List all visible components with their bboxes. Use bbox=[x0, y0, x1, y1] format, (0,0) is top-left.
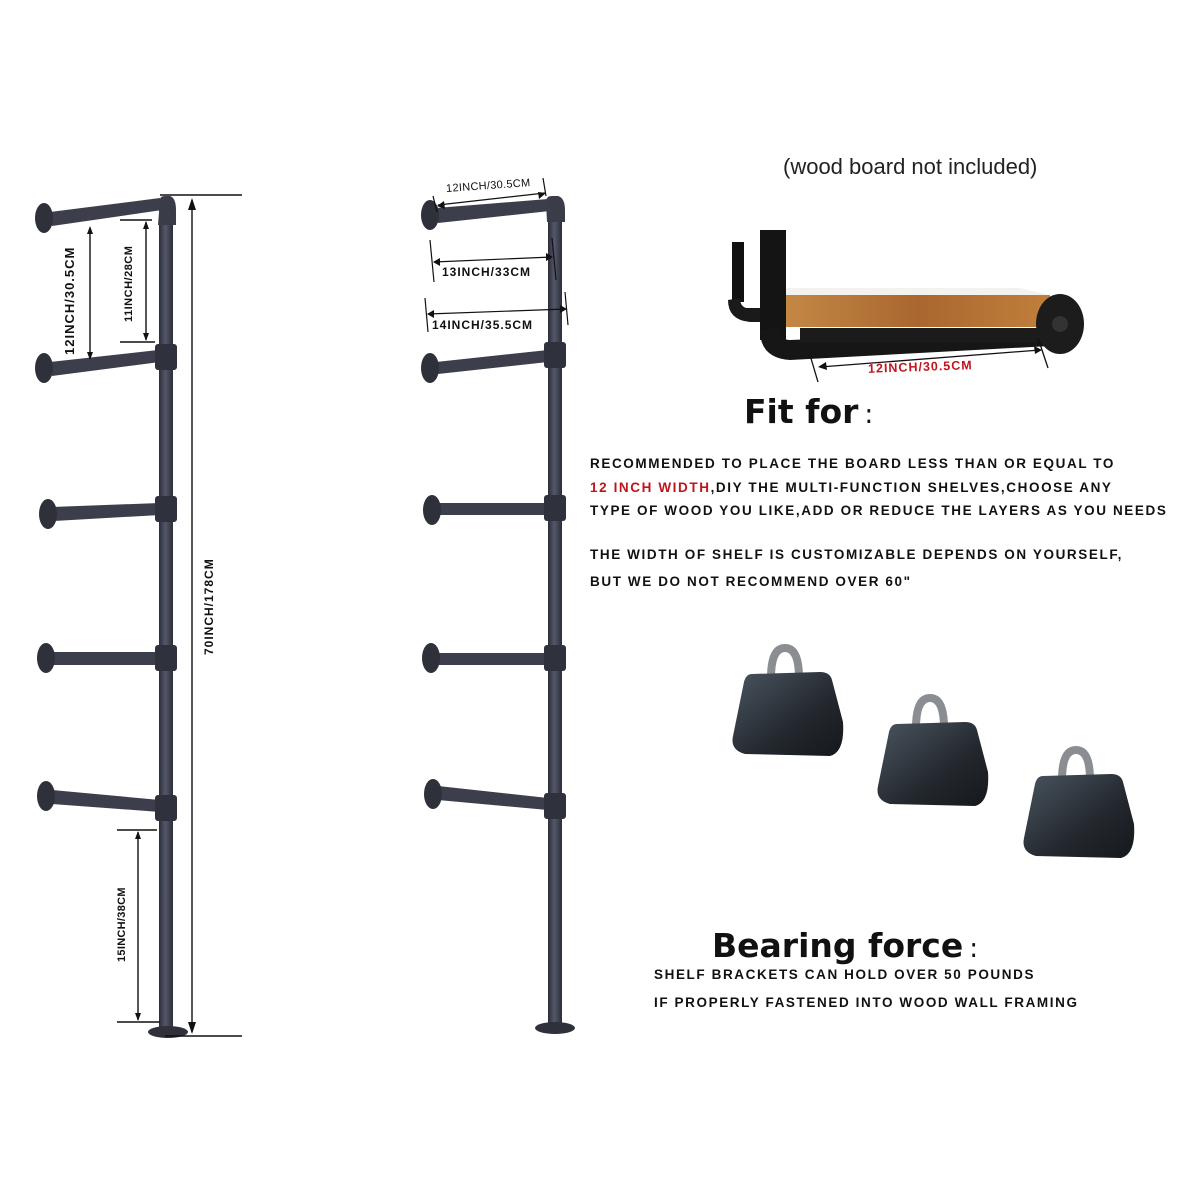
bearing-force-line-1: SHELF BRACKETS CAN HOLD OVER 50 POUNDS bbox=[654, 967, 1036, 982]
depth-full-label: 14INCH/35.5CM bbox=[432, 318, 534, 332]
total-height-label: 70INCH/178CM bbox=[202, 558, 216, 655]
width-highlight: 12 INCH WIDTH bbox=[590, 480, 711, 495]
fit-for-line-2-rest: ,DIY THE MULTI-FUNCTION SHELVES,CHOOSE A… bbox=[710, 480, 1113, 495]
bottom-clearance-label: 15INCH/38CM bbox=[116, 887, 128, 962]
middle-pipe-shelf-drawing bbox=[421, 177, 575, 1034]
fit-for-title: Fit for bbox=[744, 392, 859, 431]
middle-shelf-diagram: 12INCH/30.5CM 13INCH/33CM 14INCH/35.5CM bbox=[400, 0, 590, 1060]
weight-icon bbox=[877, 693, 989, 806]
bearing-force-heading: Bearing force: bbox=[712, 926, 978, 965]
depth-mid-label: 13INCH/33CM bbox=[442, 265, 532, 279]
fit-for-heading: Fit for: bbox=[744, 392, 873, 431]
bearing-force-colon: : bbox=[969, 933, 979, 964]
left-pipe-shelf-drawing bbox=[35, 194, 242, 1038]
shelf-bracket-photo bbox=[728, 230, 1084, 360]
fit-for-line-1: RECOMMENDED TO PLACE THE BOARD LESS THAN… bbox=[590, 456, 1115, 471]
fit-for-line-3: TYPE OF WOOD YOU LIKE,ADD OR REDUCE THE … bbox=[590, 503, 1168, 518]
weight-icon bbox=[1023, 745, 1135, 858]
product-photo: 12INCH/30.5CM bbox=[720, 200, 1100, 400]
inner-spacing-label: 11INCH/28CM bbox=[123, 245, 135, 322]
fit-for-colon: : bbox=[864, 399, 874, 430]
fit-for-line-2: 12 INCH WIDTH,DIY THE MULTI-FUNCTION SHE… bbox=[590, 480, 1113, 495]
top-spacing-label: 12INCH/30.5CM bbox=[62, 246, 77, 355]
wood-board-note: (wood board not included) bbox=[783, 154, 1038, 179]
fit-for-line-5: BUT WE DO NOT RECOMMEND OVER 60" bbox=[590, 574, 912, 589]
left-shelf-diagram: 12INCH/30.5CM 11INCH/28CM 70INCH/178CM 1… bbox=[0, 0, 260, 1060]
bearing-force-title: Bearing force bbox=[712, 926, 964, 965]
bearing-force-line-2: IF PROPERLY FASTENED INTO WOOD WALL FRAM… bbox=[654, 995, 1079, 1010]
fit-for-line-4: THE WIDTH OF SHELF IS CUSTOMIZABLE DEPEN… bbox=[590, 547, 1124, 562]
length-dimension-arrow bbox=[809, 337, 1049, 383]
weight-icon bbox=[732, 643, 844, 756]
